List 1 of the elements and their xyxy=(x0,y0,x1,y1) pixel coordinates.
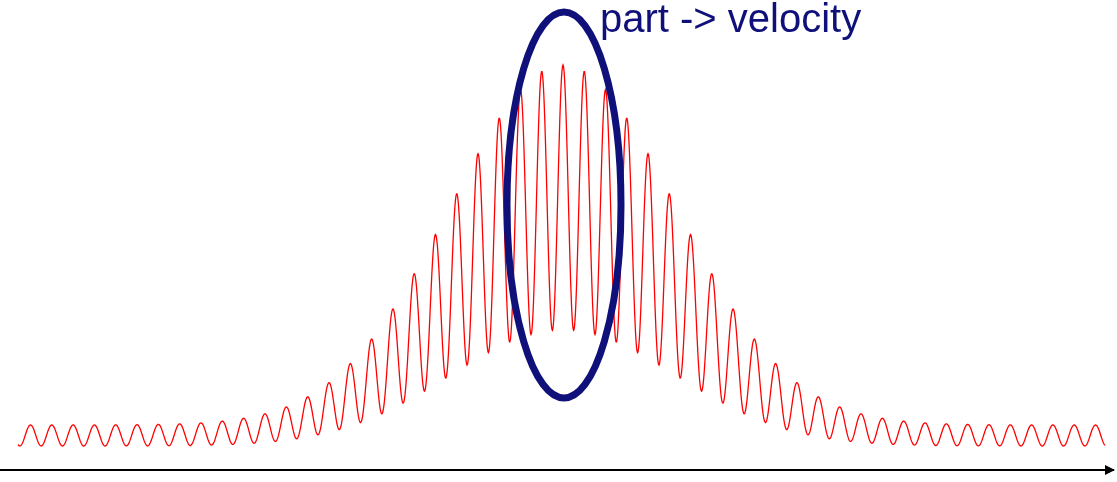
annotation-text: part -> velocity xyxy=(600,0,862,41)
